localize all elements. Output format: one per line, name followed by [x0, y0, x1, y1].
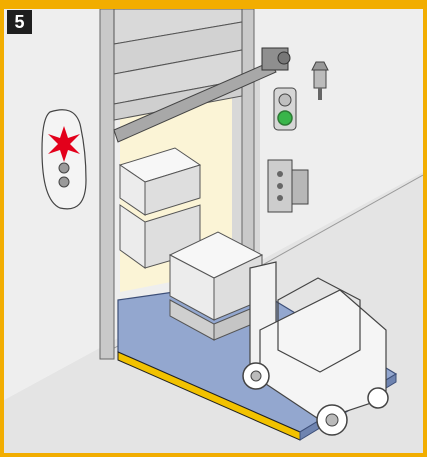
step-number-badge: 5	[7, 10, 32, 34]
motor-gear	[278, 52, 290, 64]
traffic-light-icon	[274, 88, 296, 130]
right-door-rail	[242, 9, 254, 269]
signal-red-light	[279, 94, 291, 106]
pallet-load	[170, 232, 262, 340]
warning-light-icon	[42, 110, 86, 209]
loading-dock-illustration	[4, 9, 423, 453]
illustration-area	[4, 9, 423, 453]
left-door-rail	[100, 9, 114, 359]
forklift-wheel	[368, 388, 388, 408]
signal-green-light	[278, 111, 292, 125]
